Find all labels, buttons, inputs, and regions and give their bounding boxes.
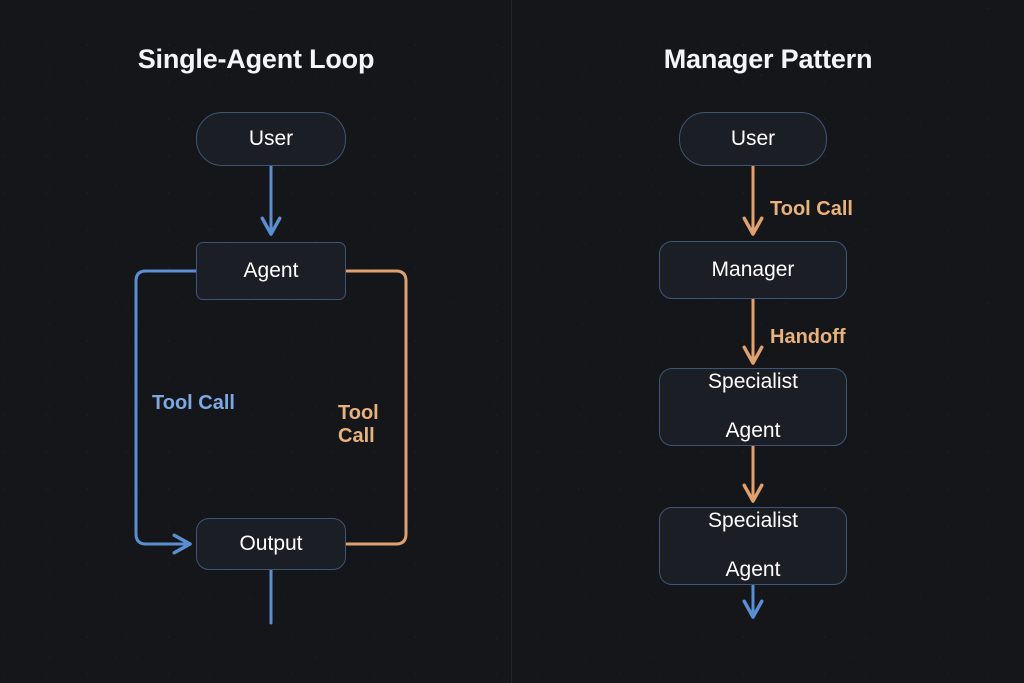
node-user-manager-pattern[interactable]: User (679, 112, 827, 166)
node-output[interactable]: Output (196, 518, 346, 570)
edge-label-tool-call-orange-line1: Tool (338, 401, 379, 424)
node-specialist-1-line2: Agent (725, 419, 781, 443)
node-specialist-agent-2[interactable]: Specialist Agent (659, 507, 847, 585)
node-specialist-1-line1: Specialist (708, 369, 798, 393)
node-user-label: User (730, 126, 776, 150)
node-user-label: User (248, 126, 294, 150)
node-output-label: Output (239, 531, 303, 555)
node-agent[interactable]: Agent (196, 242, 346, 300)
edge-agent-to-output (134, 269, 198, 555)
node-agent-label: Agent (243, 258, 299, 282)
panel-title-single-agent-loop: Single-Agent Loop (137, 44, 375, 74)
node-manager-label: Manager (711, 257, 795, 281)
edge-label-tool-call-blue: Tool Call (152, 392, 235, 414)
edge-label-tool-call-orange-line2: Call (338, 425, 375, 448)
panel-title-manager-pattern: Manager Pattern (663, 44, 873, 74)
node-specialist-2-line2: Agent (725, 558, 781, 582)
node-specialist-agent-1[interactable]: Specialist Agent (659, 368, 847, 446)
node-specialist-2-label: Specialist Agent (708, 509, 798, 583)
node-specialist-1-label: Specialist Agent (708, 370, 798, 444)
edge-output-to-agent (345, 269, 408, 546)
panel-divider (511, 0, 512, 683)
edge-label-tool-call-orange: Tool Call (338, 378, 379, 449)
node-specialist-2-line1: Specialist (708, 508, 798, 532)
edge-label-tool-call-manager: Tool Call (770, 198, 853, 220)
edge-label-handoff: Handoff (770, 326, 846, 348)
node-manager[interactable]: Manager (659, 241, 847, 299)
node-user-single-agent[interactable]: User (196, 112, 346, 166)
